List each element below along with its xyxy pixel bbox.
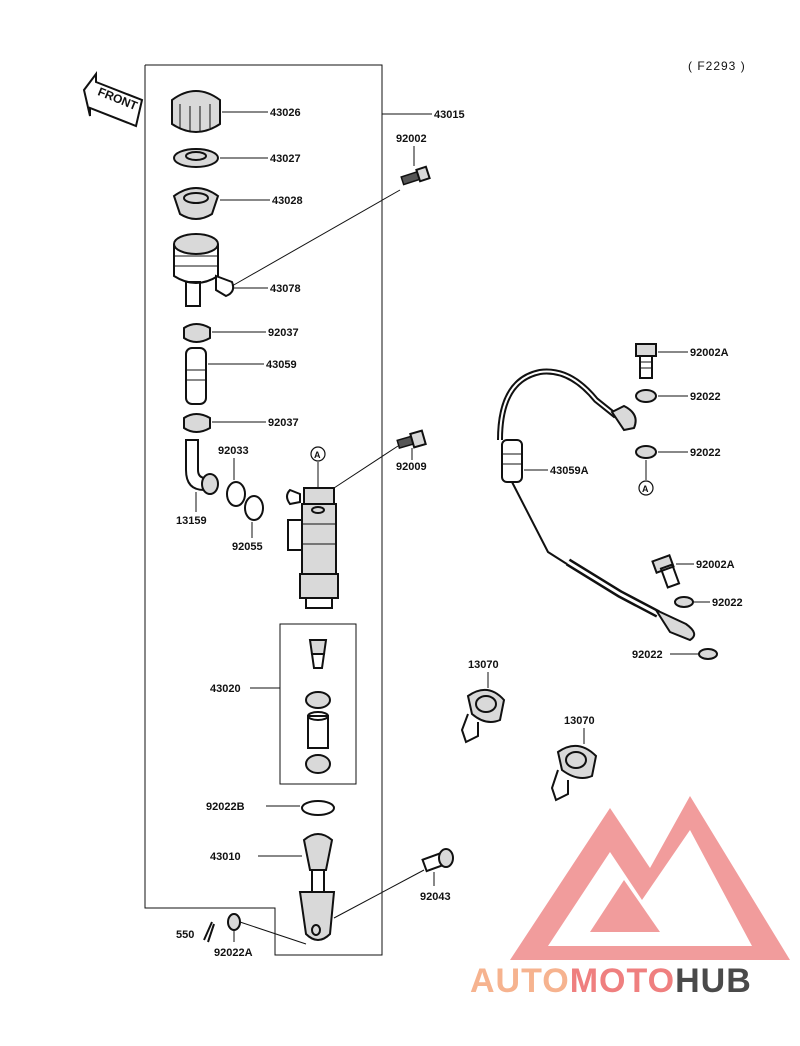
label-43015: 43015 [434, 109, 465, 121]
front-arrow-icon: FRONT [82, 71, 144, 128]
bolt-part [400, 165, 431, 186]
hose-clamp-part-lower [183, 413, 211, 433]
hose-clamp-bracket-part-2 [550, 745, 598, 802]
mounting-bolt-part [396, 429, 427, 449]
label-43078: 43078 [270, 283, 301, 295]
label-92037-upper: 92037 [268, 327, 299, 339]
label-92055: 92055 [232, 541, 263, 553]
label-550: 550 [176, 929, 194, 941]
brand-logo-icon [510, 796, 790, 960]
label-92037-lower: 92037 [268, 417, 299, 429]
label-92022B: 92022B [206, 801, 245, 813]
brand-watermark-part-1: AUTO [470, 962, 570, 1000]
o-ring-part [244, 495, 264, 521]
sealing-washer-part-1 [635, 389, 657, 403]
brand-watermark-part-3: HUB [675, 962, 752, 1000]
elbow-fitting-part [185, 439, 219, 495]
brand-watermark-part-2: MOTO [569, 962, 676, 1000]
label-43027: 43027 [270, 153, 301, 165]
circlip-part [226, 481, 246, 507]
marker-a-circle-right [638, 480, 654, 496]
pin-washer-part [227, 913, 241, 931]
sealing-washer-part-3 [674, 596, 694, 608]
retaining-circlip-part [301, 800, 335, 816]
master-cylinder-body-part [286, 487, 339, 609]
reservoir-cap-part [171, 90, 221, 133]
label-13070-2: 13070 [564, 715, 595, 727]
banjo-bolt-part-upper [635, 343, 657, 379]
marker-a-circle [310, 446, 326, 462]
clevis-pin-part [421, 848, 454, 873]
marker-a-label: A [314, 450, 321, 460]
reference-code: ( F2293 ) [688, 59, 746, 73]
label-43010: 43010 [210, 851, 241, 863]
sealing-washer-part-2 [635, 445, 657, 459]
reservoir-part [173, 233, 235, 307]
label-92022-top-1: 92022 [690, 391, 721, 403]
diaphragm-part [172, 187, 220, 220]
assembly-bracket [144, 64, 383, 956]
sealing-washer-part-4 [698, 648, 718, 660]
label-92022-bottom-2: 92022 [632, 649, 663, 661]
cotter-pin-part [203, 921, 215, 943]
hose-clamp-bracket-part-1 [460, 689, 506, 744]
label-92022-bottom-1: 92022 [712, 597, 743, 609]
marker-a-label-right: A [642, 484, 649, 494]
label-43059A: 43059A [550, 465, 589, 477]
label-92033: 92033 [218, 445, 249, 457]
label-43020: 43020 [210, 683, 241, 695]
label-13159: 13159 [176, 515, 207, 527]
piston-kit-part [305, 639, 331, 774]
label-92009: 92009 [396, 461, 427, 473]
label-92022-top-2: 92022 [690, 447, 721, 459]
push-rod-part [298, 833, 336, 941]
label-92022A: 92022A [214, 947, 253, 959]
label-92002A-lower: 92002A [696, 559, 735, 571]
label-43059: 43059 [266, 359, 297, 371]
label-13070-1: 13070 [468, 659, 499, 671]
plate-part [173, 148, 219, 168]
label-92002: 92002 [396, 133, 427, 145]
piston-kit-frame [279, 623, 357, 785]
label-43028: 43028 [272, 195, 303, 207]
banjo-bolt-part-lower [651, 554, 681, 589]
hose-clamp-part-upper [183, 323, 211, 343]
brand-watermark: AUTOMOTOHUB [470, 962, 752, 1001]
brake-hose-part [497, 368, 696, 642]
label-43026: 43026 [270, 107, 301, 119]
label-92002A-upper: 92002A [690, 347, 729, 359]
label-92043: 92043 [420, 891, 451, 903]
reservoir-hose-part [185, 347, 207, 405]
